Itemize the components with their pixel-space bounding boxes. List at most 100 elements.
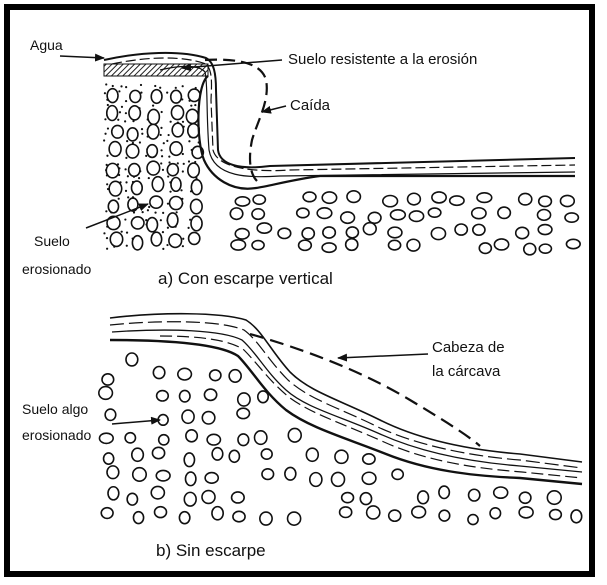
soil-dot (160, 162, 162, 164)
pebble (127, 493, 137, 505)
soil-dot (163, 142, 165, 144)
pebble (153, 367, 164, 379)
pebble (133, 512, 143, 524)
pebble (182, 410, 194, 423)
pebble (170, 196, 183, 209)
pebble (191, 216, 202, 231)
label-slightly-eroded-1: Suelo algo (22, 401, 88, 417)
pebble (388, 227, 402, 238)
soil-dot (182, 121, 184, 123)
label-gully-head-2: la cárcava (432, 363, 501, 380)
pebble (101, 508, 113, 519)
pebble (104, 453, 114, 464)
soil-dot (126, 245, 128, 247)
soil-dot (160, 127, 162, 129)
soil-dot (104, 118, 106, 120)
soil-dot (160, 134, 162, 136)
pebble (156, 470, 170, 480)
pebble (547, 491, 561, 504)
pebble (232, 492, 245, 503)
pebble (191, 180, 202, 195)
pebble (167, 213, 178, 227)
pebbles-b (99, 353, 582, 525)
pebble (519, 507, 533, 518)
pebble (363, 454, 375, 464)
pebble (347, 191, 360, 203)
pebble (133, 468, 146, 482)
pebble (262, 469, 274, 480)
pebble (566, 239, 580, 248)
pebble (202, 412, 215, 424)
pebble (288, 512, 301, 525)
soil-dot (103, 232, 105, 234)
pebble (151, 90, 162, 104)
pebble (125, 433, 135, 443)
pebble (148, 109, 159, 124)
pebble (368, 212, 381, 223)
soil-dot (177, 162, 179, 164)
pebble (107, 466, 119, 479)
soil-dot (121, 231, 123, 233)
soil-dot (166, 140, 168, 142)
pebble (131, 217, 144, 229)
pebble (167, 164, 178, 176)
pebble (439, 510, 450, 521)
pebble (519, 193, 532, 204)
pebble (107, 89, 118, 103)
soil-dot (154, 212, 156, 214)
pebble (178, 368, 192, 380)
pebble (180, 390, 191, 402)
pebble (230, 208, 243, 220)
soil-dot (176, 211, 178, 213)
pebble (388, 240, 400, 250)
soil-dot (140, 84, 142, 86)
pebble (494, 239, 508, 250)
pebble (363, 223, 376, 235)
caption-b: b) Sin escarpe (156, 541, 266, 560)
pebble (132, 236, 142, 250)
pebble (129, 164, 140, 177)
pebble (432, 192, 446, 203)
pebble (229, 370, 241, 382)
pebble (455, 224, 467, 235)
soil-dot (125, 190, 127, 192)
pebble (132, 448, 144, 461)
soil-dot (162, 248, 164, 250)
pebble (331, 472, 344, 486)
soil-dot (107, 104, 109, 106)
soil-dot (141, 128, 143, 130)
soil-dot (126, 232, 128, 234)
soil-dot (168, 156, 170, 158)
soil-dot (188, 160, 190, 162)
pebble (126, 144, 138, 158)
soil-dot (104, 92, 106, 94)
pebble (147, 145, 157, 158)
pebble (335, 450, 348, 463)
pebble (171, 178, 181, 192)
pebble (565, 213, 578, 222)
pebble (412, 506, 426, 518)
pebble (204, 389, 216, 400)
pebble (147, 218, 158, 232)
pebble (171, 106, 183, 120)
pebble (102, 374, 114, 385)
soil-dot (188, 140, 190, 142)
soil-dot (126, 140, 128, 142)
pebble (285, 467, 296, 480)
label-fall: Caída (290, 97, 331, 114)
label-resistant-soil: Suelo resistente a la erosión (288, 51, 477, 68)
pebble (106, 163, 119, 177)
label-eroded-soil-2: erosionado (22, 261, 91, 277)
pebble (147, 161, 160, 175)
pebble (538, 225, 552, 235)
soil-dot (119, 111, 121, 113)
soil-dot (141, 133, 143, 135)
pebble (202, 491, 215, 504)
soil-dot (152, 105, 154, 107)
soil-dot (169, 191, 171, 193)
pebble (472, 208, 486, 219)
soil-dot (167, 175, 169, 177)
pebble (184, 453, 194, 467)
panel-a: Agua Suelo resistente a la erosión Caída… (22, 37, 580, 288)
